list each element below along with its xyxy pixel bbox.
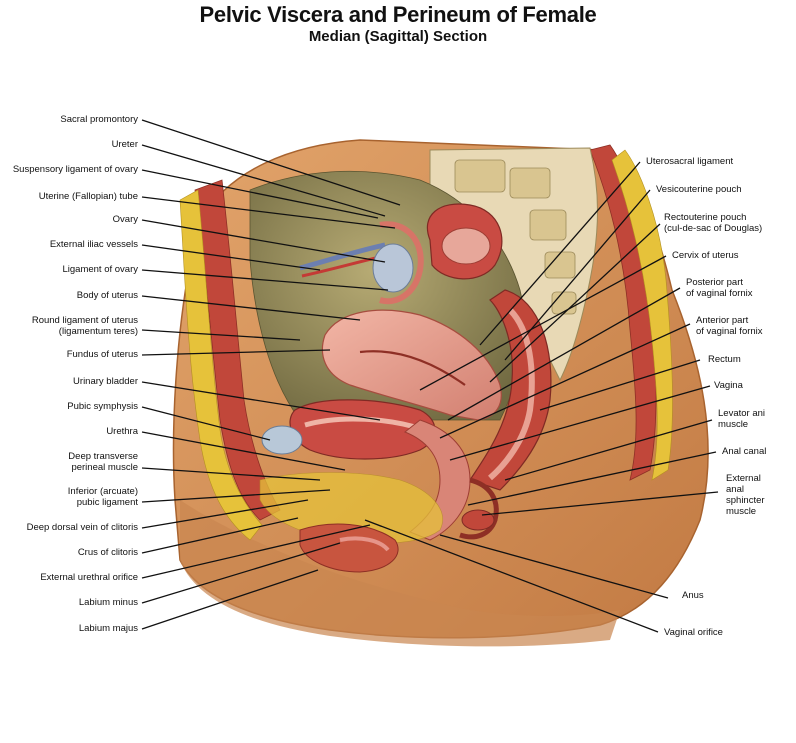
ovary <box>372 243 414 293</box>
label-urinary-bladder: Urinary bladder <box>73 376 138 387</box>
label-body-of-uterus: Body of uterus <box>76 290 138 301</box>
leader-lines <box>141 119 719 633</box>
uterine-tube <box>379 221 424 305</box>
label-uterine-tube: Uterine (Fallopian) tube <box>38 191 138 202</box>
rectum <box>469 289 552 491</box>
abdominal-wall-muscle <box>194 179 281 521</box>
label-rectouterine-pouch: Rectouterine pouch (cul-de-sac of Dougla… <box>664 212 763 234</box>
label-suspensory-ligament-of-ovary: Suspensory ligament of ovary <box>12 164 138 175</box>
abdominal-fat <box>179 189 263 541</box>
label-cervix-of-uterus: Cervix of uterus <box>672 250 739 261</box>
label-vesicouterine-pouch: Vesicouterine pouch <box>656 184 742 195</box>
labium-minus <box>339 536 390 552</box>
uterus <box>321 309 502 421</box>
page-subtitle: Median (Sagittal) Section <box>308 28 488 45</box>
label-external-iliac-vessels: External iliac vessels <box>49 239 138 250</box>
urinary-bladder <box>289 399 436 460</box>
label-levator-ani-muscle: Levator ani muscle <box>718 408 766 430</box>
label-vaginal-orifice: Vaginal orifice <box>664 627 723 638</box>
back-fat <box>611 149 673 481</box>
label-ovary: Ovary <box>112 214 138 225</box>
label-pubic-symphysis: Pubic symphysis <box>67 401 138 412</box>
label-labium-minus: Labium minus <box>78 597 138 608</box>
label-labium-majus: Labium majus <box>78 623 138 634</box>
label-ligament-of-ovary: Ligament of ovary <box>62 264 138 275</box>
label-posterior-part-of-vaginal-fornix: Posterior part of vaginal fornix <box>686 277 753 299</box>
label-ureter: Ureter <box>111 139 138 150</box>
label-inferior-pubic-ligament: Inferior (arcuate) pubic ligament <box>67 486 138 508</box>
pubic-symphysis <box>261 425 303 455</box>
label-external-urethral-orifice: External urethral orifice <box>40 572 138 583</box>
label-fundus-of-uterus: Fundus of uterus <box>66 349 138 360</box>
page-title: Pelvic Viscera and Perineum of Female <box>199 2 597 27</box>
label-vagina: Vagina <box>714 380 743 391</box>
anal-canal <box>459 477 499 540</box>
label-crus-of-clitoris: Crus of clitoris <box>77 547 138 558</box>
label-deep-transverse-perineal-muscle: Deep transverse perineal muscle <box>68 451 138 473</box>
label-anterior-part-of-vaginal-fornix: Anterior part of vaginal fornix <box>696 315 763 337</box>
label-external-anal-sphincter-muscle: External anal sphincter muscle <box>726 473 765 517</box>
label-uterosacral-ligament: Uterosacral ligament <box>646 156 734 167</box>
label-rectum: Rectum <box>708 354 741 365</box>
thigh-fold <box>180 500 620 647</box>
label-anus: Anus <box>682 590 704 601</box>
label-urethra: Urethra <box>106 426 138 437</box>
label-round-ligament-of-uterus: Round ligament of uterus (ligamentum ter… <box>31 315 138 337</box>
label-sacral-promontory: Sacral promontory <box>60 114 138 125</box>
label-anal-canal: Anal canal <box>722 446 767 457</box>
label-deep-dorsal-vein-of-clitoris: Deep dorsal vein of clitoris <box>26 522 138 533</box>
